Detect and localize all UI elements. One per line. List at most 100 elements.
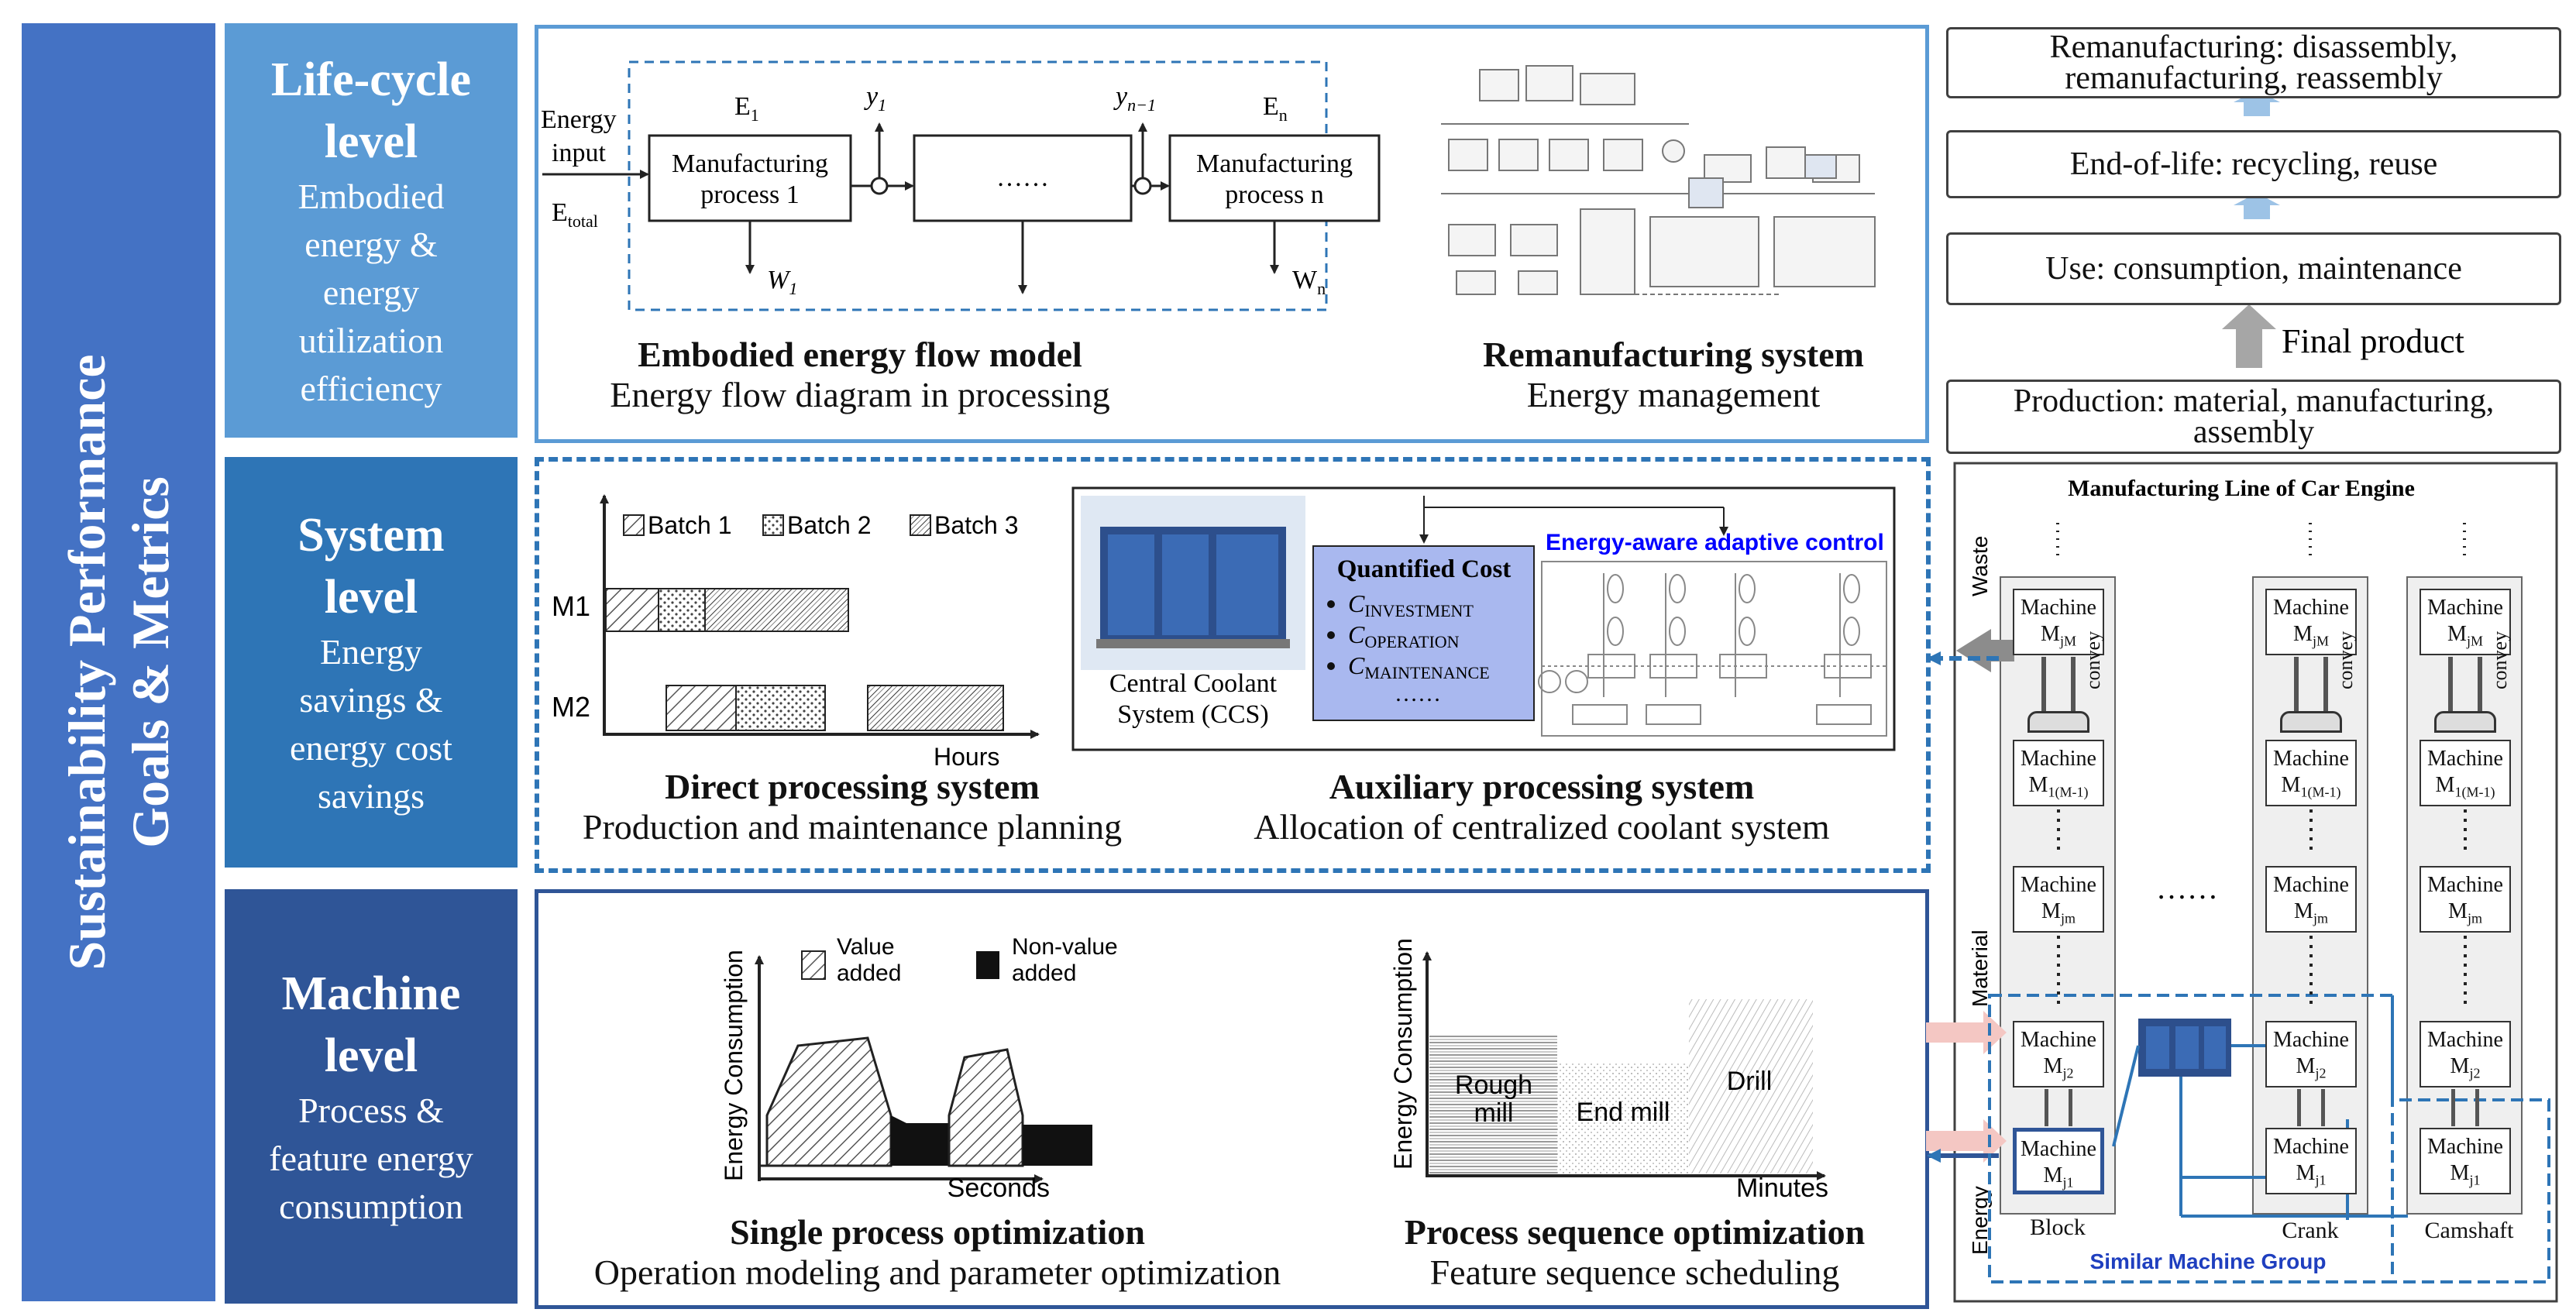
conveyor-base-icon (2027, 711, 2089, 733)
legend-non-value-added: added (1012, 960, 1076, 986)
sidebar-title-bar: Sustainability Performance Goals & Metri… (22, 23, 215, 1301)
legend-batch1: Batch 1 (648, 511, 732, 539)
bar-end-mill (1557, 1063, 1689, 1173)
stage-use: Use: consumption, maintenance (1946, 232, 2561, 305)
gantt-bar (735, 685, 826, 731)
level-title: level (324, 571, 418, 624)
profile-non-value-1 (891, 1115, 949, 1166)
machine-id: Mj1 (2267, 1160, 2355, 1194)
ccs-photo-label: System (CCS) (1117, 700, 1269, 729)
machine-id: Mjm (2421, 899, 2509, 932)
caption-auxiliary-processing: Auxiliary processing system Allocation o… (1178, 767, 1906, 847)
legend-swatch-value-added (801, 950, 826, 980)
machine-label: Machine (2427, 1135, 2503, 1159)
label-waste: Waste (1968, 536, 1992, 596)
machine-label: Machine (2427, 747, 2503, 771)
stage-end-of-life: End-of-life: recycling, reuse (1946, 130, 2561, 198)
yn-label: yn−1 (1113, 82, 1156, 115)
level-desc: energy cost (290, 728, 452, 768)
control-schematic (1538, 561, 1887, 737)
machine-symbol: M (2294, 899, 2313, 923)
machine-panel (535, 889, 1929, 1309)
process-1-box (648, 134, 852, 222)
machine-id: MjM (2421, 621, 2509, 655)
caption-title: Remanufacturing system (1483, 335, 1864, 374)
machine-symbol: M (2028, 773, 2048, 797)
caption-subtitle: Feature sequence scheduling (1429, 1252, 1840, 1292)
level-desc: feature energy (269, 1138, 473, 1178)
up-arrow (2234, 193, 2280, 219)
gantt-bar (704, 588, 849, 632)
similar-group-label: Similar Machine Group (2090, 1249, 2327, 1273)
conveyor-icon (2294, 657, 2328, 719)
caption-subtitle: Operation modeling and parameter optimiz… (593, 1252, 1281, 1292)
machine-subscript: j2 (2062, 1065, 2074, 1081)
stage-label: remanufacturing, reassembly (2065, 60, 2443, 96)
machine-subscript: j1 (2062, 1174, 2074, 1191)
legend-swatch-batch1 (623, 514, 645, 536)
machine-symbol: M (2041, 622, 2060, 646)
caption-title: Embodied energy flow model (638, 335, 1082, 374)
level-desc: savings (318, 776, 425, 816)
profile-value-added-2 (948, 1048, 1024, 1167)
machine-id: M1(M-1) (2014, 772, 2103, 806)
machine-label-m2: M2 (552, 691, 590, 723)
legend-swatch-batch3 (910, 514, 931, 536)
stage-production: Production: material, manufacturing, ass… (1946, 380, 2561, 454)
final-product-label: Final product (2282, 322, 2464, 360)
column-name-crank: Crank (2282, 1218, 2339, 1243)
process-n-label: process n (1225, 180, 1323, 209)
quantified-cost-box (1312, 545, 1535, 721)
vertical-ellipsis (2057, 936, 2060, 1007)
process-1-label: Manufacturing (672, 149, 828, 178)
machine-subscript: jM (2059, 633, 2076, 649)
machine-id: Mj2 (2421, 1053, 2509, 1087)
connector-icon (2451, 1089, 2479, 1126)
machine-id: Mjm (2014, 899, 2103, 932)
similar-group-frame (1988, 994, 2394, 1283)
bar-drill (1689, 999, 1813, 1173)
level-desc: energy & (304, 224, 438, 264)
machine-label: Machine (2427, 1028, 2503, 1052)
process-n-label: Manufacturing (1196, 149, 1353, 178)
legend-batch3: Batch 3 (934, 511, 1019, 539)
machine-label: Machine (2273, 596, 2349, 620)
machine-id: Mj2 (2267, 1053, 2355, 1087)
level-desc: energy (322, 272, 420, 312)
caption-subtitle: Energy flow diagram in processing (610, 375, 1110, 414)
column-name-block: Block (2030, 1215, 2086, 1240)
caption-direct-processing: Direct processing system Production and … (535, 767, 1170, 847)
machine-label: Machine (2427, 596, 2503, 620)
level-machine: Machine level Process & feature energy c… (225, 889, 518, 1304)
level-desc: consumption (279, 1186, 463, 1226)
machine-symbol: M (2448, 899, 2468, 923)
machine-label-m1: M1 (552, 590, 590, 622)
level-desc: utilization (298, 320, 444, 360)
machine-symbol: M (2043, 1163, 2063, 1187)
level-desc: savings & (299, 680, 443, 720)
y1-label: y1 (864, 82, 886, 115)
machine-subscript: jm (2060, 910, 2076, 926)
machine-id: Mj1 (2421, 1160, 2509, 1194)
machine-label: Machine (2273, 1028, 2349, 1052)
machine-subscript: 1(M-1) (2048, 784, 2089, 800)
connector-icon (2297, 1089, 2325, 1126)
bar-label-drill: Drill (1727, 1067, 1773, 1096)
machine-subscript: jM (2466, 633, 2483, 649)
machine-label: Machine (2021, 596, 2096, 620)
caption-title: Auxiliary processing system (1329, 767, 1755, 806)
level-title: Life-cycle (270, 53, 472, 106)
process-mid-label: …… (996, 163, 1049, 192)
process-n-box (1168, 134, 1381, 222)
machine-subscript: j1 (2315, 1172, 2327, 1188)
bar-label-end: End mill (1577, 1098, 1670, 1127)
caption-title: Process sequence optimization (1404, 1212, 1866, 1252)
stage-remanufacturing: Remanufacturing: disassembly, remanufact… (1946, 27, 2561, 98)
machine-symbol: M (2043, 1054, 2063, 1078)
machine-symbol: M (2435, 773, 2455, 797)
energy-input-label: input (552, 139, 606, 167)
process-1-label: process 1 (700, 180, 799, 209)
machine-id: MjM (2267, 621, 2355, 655)
